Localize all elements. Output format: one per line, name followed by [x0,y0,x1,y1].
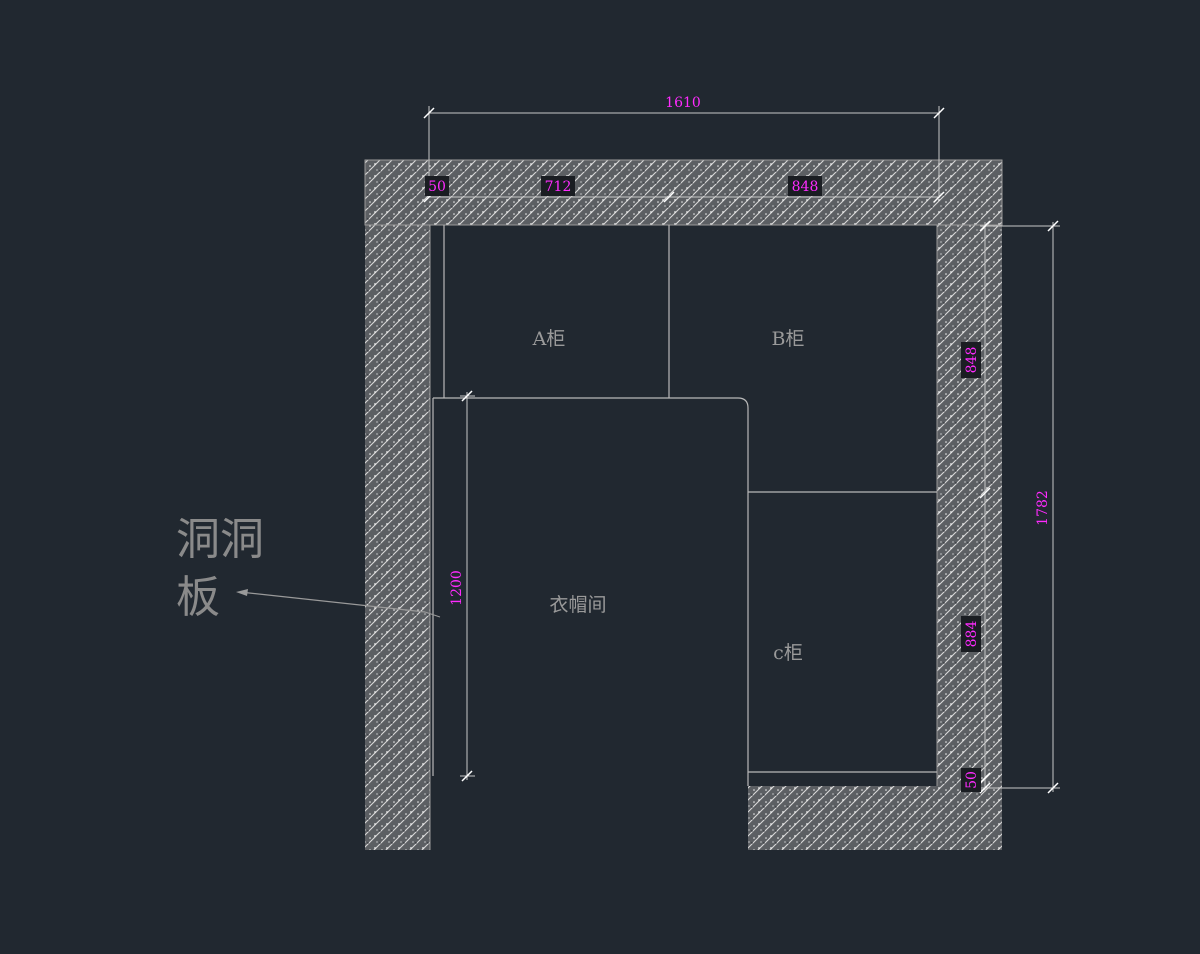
dim-opening-height: 1200 [449,570,465,606]
wall-bottom-right [748,786,1002,850]
dim-cabinet-b-width: 848 [792,179,819,195]
dim-overall-height: 1782 [1035,490,1051,526]
cabinet-outlines [432,225,937,786]
dim-cabinet-b-depth: 848 [964,347,980,374]
dimension-opening-height: 1200 [449,390,475,782]
wall-right [937,160,1002,850]
dimension-top-segments: 50 712 848 [423,176,945,203]
pegboard-annotation: 洞洞 板 [176,514,441,623]
walls [364,159,1003,850]
label-cabinet-c: c柜 [773,642,803,664]
label-closet: 衣帽间 [549,594,606,616]
dim-cabinet-c-depth: 884 [964,621,980,648]
wall-left [365,160,430,850]
label-cabinet-b: B柜 [772,328,805,350]
annotation-line2: 板 [176,572,220,623]
annotation-line1: 洞洞 [176,514,264,565]
dimension-right-segments: 848 884 50 [961,220,991,794]
dim-bottom-wall: 50 [964,771,980,789]
dim-cabinet-a-width: 712 [545,179,572,195]
dim-overall-width: 1610 [665,95,701,111]
wall-top [365,160,1002,225]
room-labels: A柜 B柜 衣帽间 c柜 [532,328,805,664]
dim-top-left-wall: 50 [428,179,446,195]
dimension-overall-height: 1782 [980,220,1060,794]
label-cabinet-a: A柜 [532,328,566,350]
